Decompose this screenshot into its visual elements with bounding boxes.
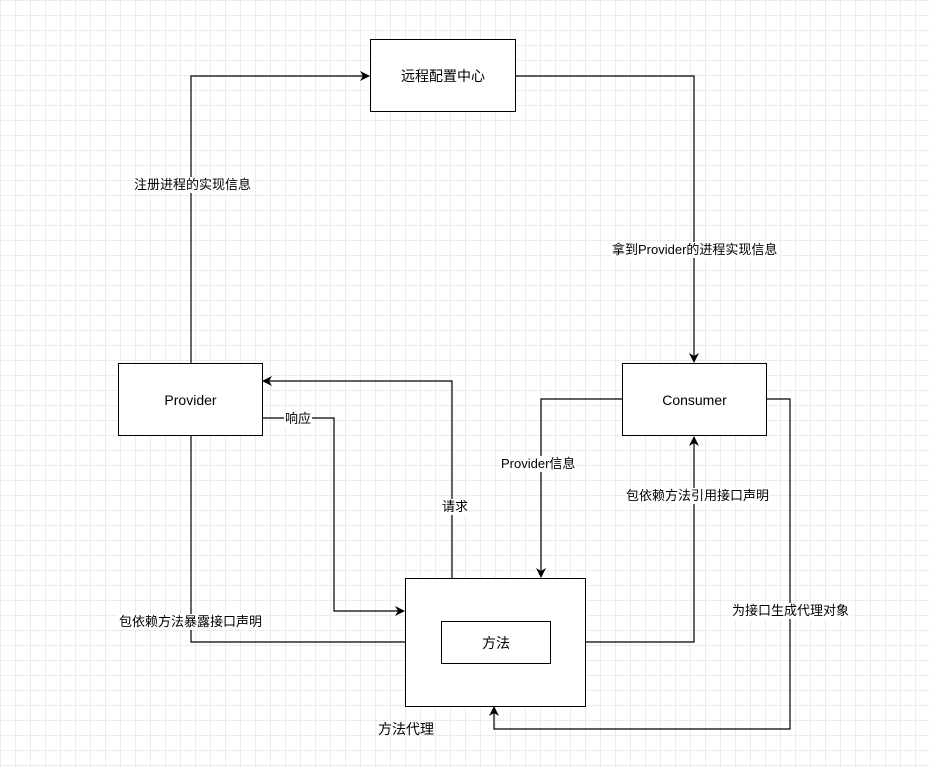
edge-config-to-consumer (515, 75, 699, 363)
edge-label-config-to-consumer: 拿到Provider的进程实现信息 (611, 242, 779, 258)
edge-label-provider-to-config: 注册进程的实现信息 (133, 177, 253, 193)
edge-consumer-to-proxy-object (489, 398, 791, 730)
edge-provider-to-method (190, 436, 441, 647)
method-label: 方法 (482, 634, 510, 651)
edge-label-consumer-to-proxy-object: 为接口生成代理对象 (731, 603, 851, 619)
config-center-node: 远程配置中心 (370, 39, 516, 112)
edge-consumer-to-proxy (536, 398, 622, 578)
edge-label-method-to-consumer: 包依赖方法引用接口声明 (625, 488, 771, 504)
provider-node: Provider (118, 363, 263, 436)
edge-provider-response (263, 417, 405, 616)
edge-label-provider-to-method: 包依赖方法暴露接口声明 (118, 614, 264, 630)
proxy-container-label: 方法代理 (378, 721, 434, 737)
edge-method-to-consumer (551, 436, 699, 643)
consumer-label: Consumer (662, 391, 727, 408)
edge-label-proxy-to-provider: 请求 (441, 499, 470, 515)
edge-provider-to-config (190, 71, 370, 363)
provider-label: Provider (164, 391, 217, 408)
method-node: 方法 (441, 621, 551, 664)
edge-label-provider-response: 响应 (284, 411, 313, 427)
edge-label-consumer-to-proxy: Provider信息 (500, 456, 577, 472)
consumer-node: Consumer (622, 363, 767, 436)
config-center-label: 远程配置中心 (401, 67, 485, 84)
